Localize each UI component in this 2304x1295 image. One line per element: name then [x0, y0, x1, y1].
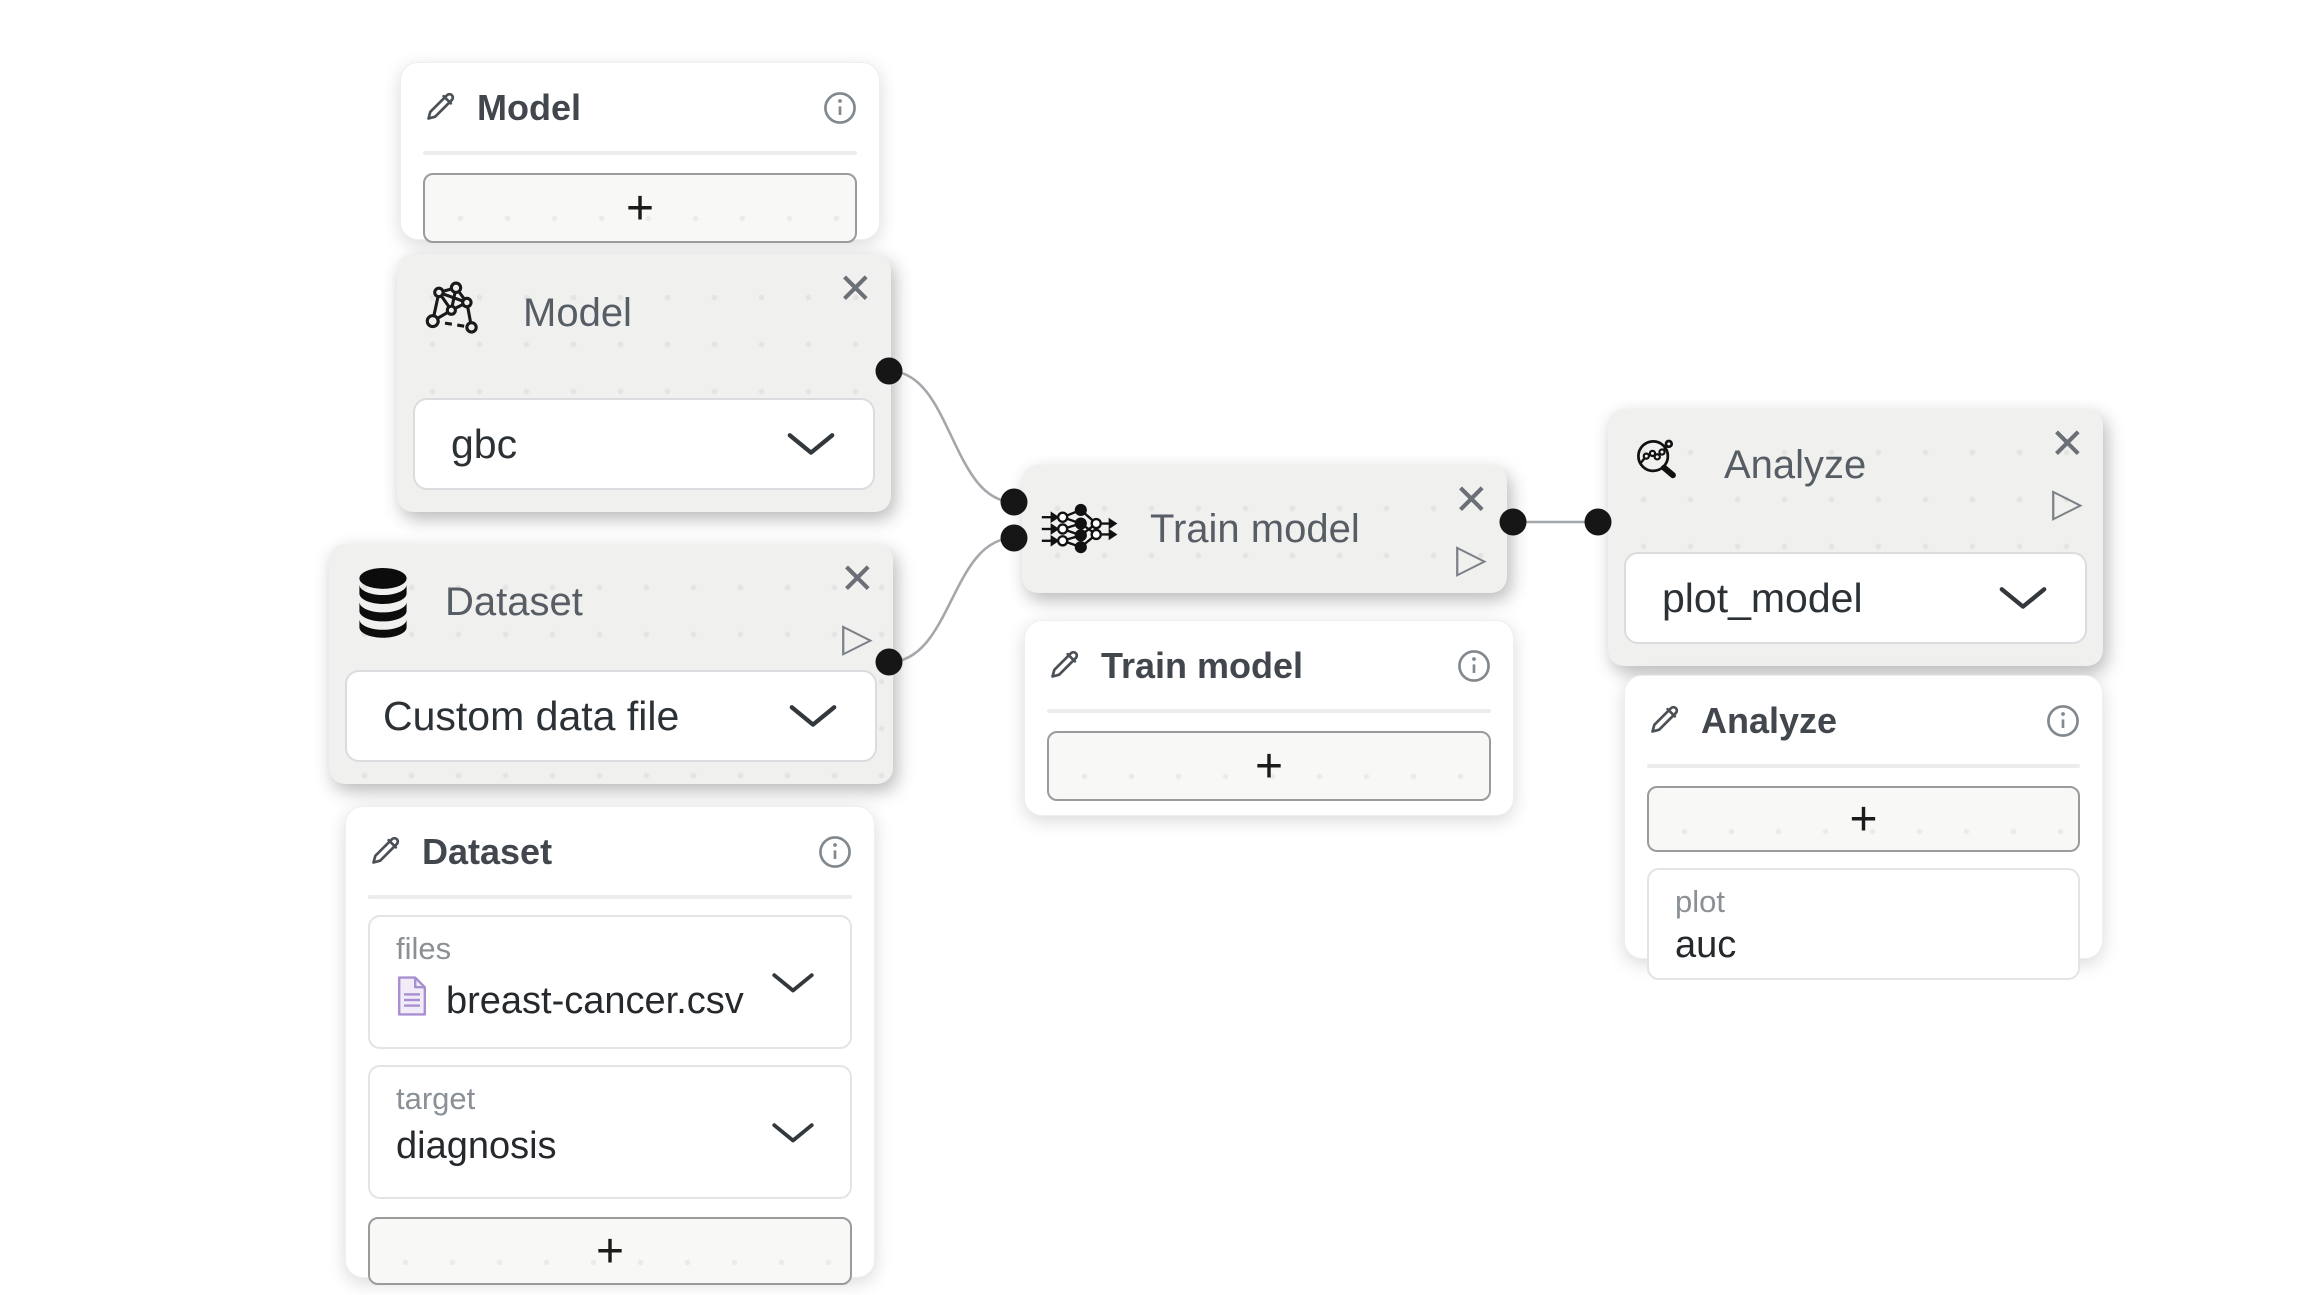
node-header: Dataset	[329, 544, 893, 638]
neural-network-icon	[1040, 503, 1118, 555]
port-train-in-model[interactable]	[1000, 488, 1028, 516]
file-icon	[396, 975, 428, 1027]
play-icon[interactable]: ▷	[1456, 537, 1487, 581]
close-icon[interactable]: ✕	[2049, 420, 2085, 467]
field-label: target	[396, 1081, 476, 1116]
node-header: Train model	[1022, 503, 1384, 555]
divider	[1047, 709, 1491, 713]
card-title: Model	[477, 87, 581, 128]
card-header: Dataset	[366, 823, 854, 881]
node-title: Dataset	[445, 579, 583, 624]
analyze-config-card[interactable]: Analyze + plot auc	[1624, 675, 2103, 980]
close-icon[interactable]: ✕	[1453, 476, 1489, 523]
node-title: Model	[523, 290, 632, 335]
play-icon[interactable]: ▷	[2052, 481, 2083, 525]
edit-icon	[421, 86, 461, 131]
dataset-select-value: Custom data file	[383, 692, 680, 739]
field-label: files	[396, 931, 452, 966]
field-value: diagnosis	[396, 1125, 557, 1167]
chevron-down-icon	[770, 1119, 816, 1145]
port-train-in-dataset[interactable]	[1000, 524, 1028, 552]
node-title: Train model	[1150, 506, 1360, 551]
card-header: Analyze	[1645, 692, 2082, 750]
add-button[interactable]: +	[1047, 731, 1491, 801]
node-header: Model	[397, 254, 891, 346]
divider	[368, 895, 852, 899]
node-header: Analyze	[1608, 409, 2103, 495]
analyze-select-value: plot_model	[1662, 574, 1863, 621]
chevron-down-icon	[785, 421, 837, 468]
card-header: Model	[421, 79, 859, 137]
field-value: breast-cancer.csv	[446, 979, 744, 1022]
chevron-down-icon	[770, 969, 816, 995]
magnifier-chart-icon	[1632, 435, 1692, 495]
model-select-value: gbc	[451, 420, 518, 467]
model-node[interactable]: Model ✕ gbc	[397, 254, 891, 512]
port-train-out[interactable]	[1499, 508, 1527, 536]
add-button[interactable]: +	[1647, 786, 2080, 852]
card-title: Train model	[1101, 645, 1304, 686]
card-title: Dataset	[422, 831, 553, 872]
field-label: plot	[1675, 884, 1725, 919]
card-title: Analyze	[1701, 700, 1838, 741]
chevron-down-icon	[787, 693, 839, 740]
plot-field[interactable]: plot auc	[1647, 868, 2080, 980]
files-field[interactable]: files breast-cancer.csv	[368, 915, 852, 1049]
edit-icon	[366, 830, 406, 875]
info-icon[interactable]	[821, 89, 859, 127]
field-value: auc	[1675, 924, 1737, 966]
network-icon	[421, 280, 491, 346]
edit-icon	[1045, 644, 1085, 689]
port-model-out[interactable]	[875, 357, 903, 385]
divider	[1647, 764, 2080, 768]
play-icon[interactable]: ▷	[842, 616, 873, 660]
train-config-card[interactable]: Train model +	[1024, 620, 1514, 816]
add-button[interactable]: +	[423, 173, 857, 243]
port-analyze-in[interactable]	[1584, 508, 1612, 536]
card-header: Train model	[1045, 637, 1493, 695]
dataset-config-card[interactable]: Dataset files breast-cancer.csv	[345, 806, 875, 1285]
divider	[423, 151, 857, 155]
node-title: Analyze	[1724, 442, 1867, 487]
database-icon	[353, 566, 413, 638]
info-icon[interactable]	[1455, 647, 1493, 685]
analyze-select[interactable]: plot_model	[1624, 552, 2087, 644]
target-field[interactable]: target diagnosis	[368, 1065, 852, 1199]
edge-model-train	[888, 369, 1015, 504]
port-dataset-out[interactable]	[875, 648, 903, 676]
info-icon[interactable]	[2044, 702, 2082, 740]
dataset-node[interactable]: Dataset ✕ ▷ Custom data file	[329, 544, 893, 784]
edit-icon	[1645, 699, 1685, 744]
close-icon[interactable]: ✕	[839, 555, 875, 602]
train-model-node[interactable]: Train model ✕ ▷	[1022, 465, 1507, 593]
chevron-down-icon	[1997, 575, 2049, 622]
analyze-node[interactable]: Analyze ✕ ▷ plot_model	[1608, 409, 2103, 666]
model-select[interactable]: gbc	[413, 398, 875, 490]
edge-dataset-train	[888, 536, 1015, 664]
dataset-select[interactable]: Custom data file	[345, 670, 877, 762]
info-icon[interactable]	[816, 833, 854, 871]
add-button[interactable]: +	[368, 1217, 852, 1285]
model-config-card[interactable]: Model +	[400, 62, 880, 243]
close-icon[interactable]: ✕	[837, 265, 873, 312]
